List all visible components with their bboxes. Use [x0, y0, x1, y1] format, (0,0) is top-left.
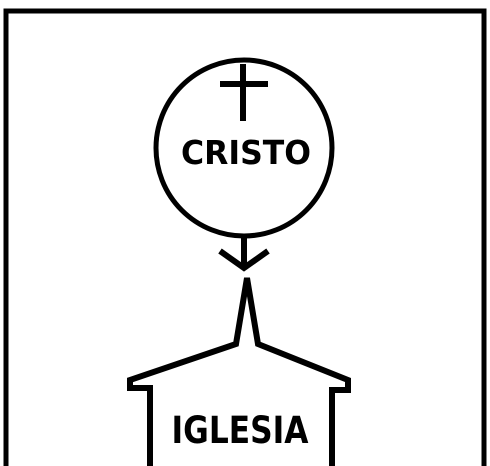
frame-border: [3, 8, 487, 466]
cross-icon: [220, 64, 268, 121]
church-icon: [127, 277, 351, 466]
iglesia-label: IGLESIA: [172, 409, 309, 452]
church-outline: [127, 277, 351, 466]
cristo-label: CRISTO: [181, 133, 311, 172]
down-arrow-icon: [218, 236, 270, 272]
